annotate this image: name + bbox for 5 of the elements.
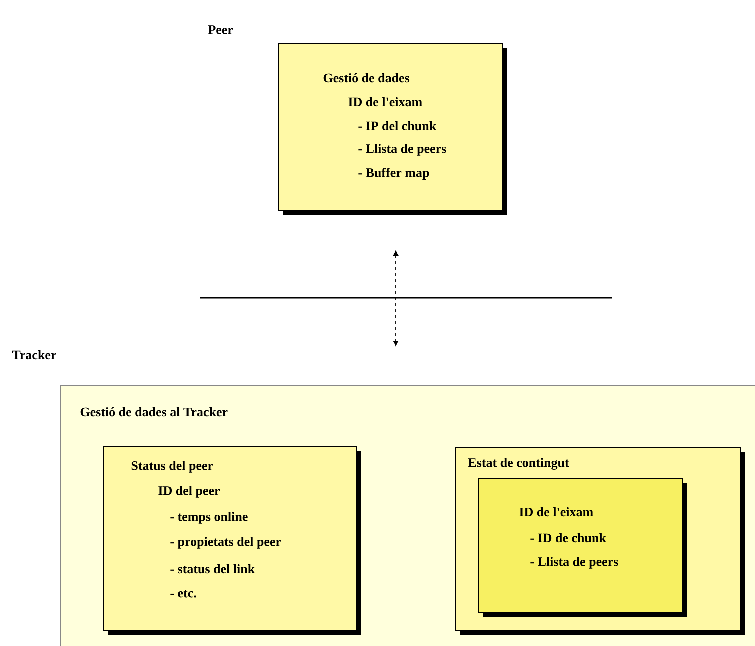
- text-box: Gestió de dades ID de l'eixam - IP del chunk - Llista de peers - Buffer map: [278, 43, 507, 215]
- section-label: Peer: [208, 26, 234, 34]
- text-box: ID de l'eixam - ID de chunk - Llista de peers: [478, 478, 687, 617]
- text-box: Status del peer ID del peer - temps online - propietats del peer - status del link - etc.: [103, 446, 361, 635]
- section-label: Tracker: [12, 350, 56, 360]
